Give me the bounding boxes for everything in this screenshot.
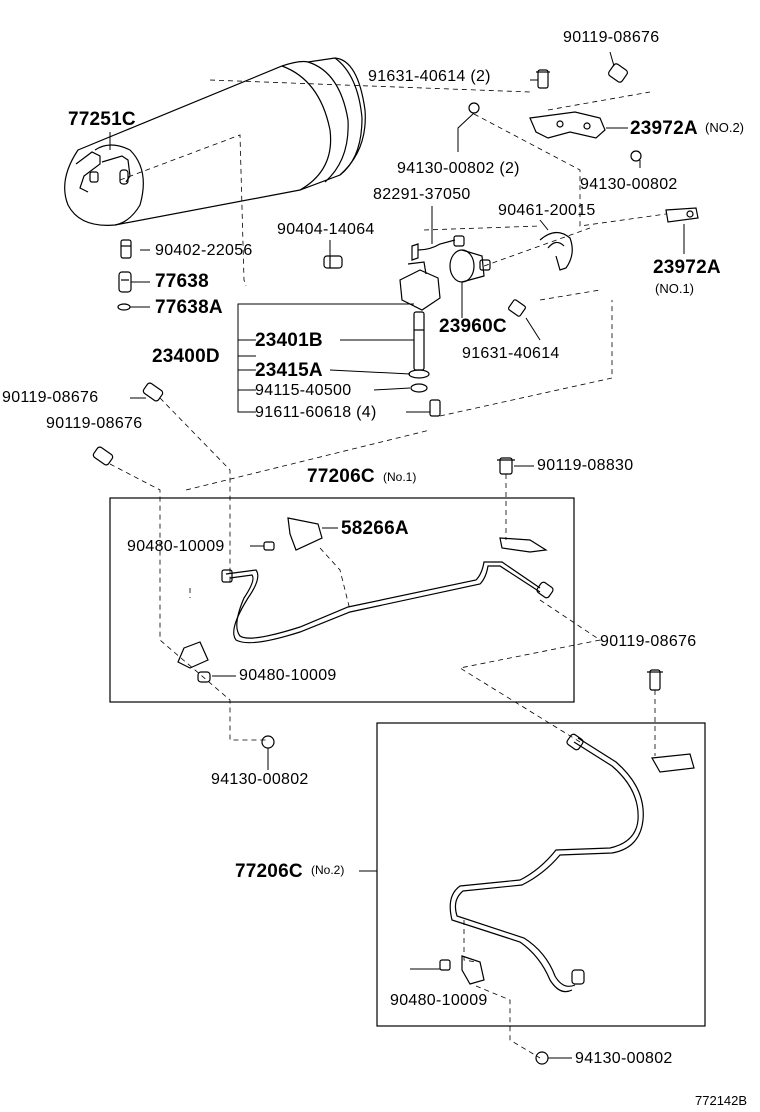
part-label-90119-08830: 90119-08830 bbox=[537, 457, 634, 474]
part-label-23972A-no2: 23972A bbox=[630, 118, 698, 139]
dashed-leaders bbox=[109, 79, 667, 1059]
part-label-77206C-no2-sub: (No.2) bbox=[311, 863, 345, 877]
part-label-90119-08676-top: 90119-08676 bbox=[563, 29, 660, 46]
part-label-77206C-no1: 77206C bbox=[307, 466, 375, 487]
part-label-90480-10009-c: 90480-10009 bbox=[390, 992, 488, 1009]
part-label-23972A-no1-sub: (NO.1) bbox=[655, 281, 694, 296]
part-label-90480-10009-b: 90480-10009 bbox=[239, 667, 337, 684]
part-label-23960C: 23960C bbox=[439, 316, 507, 337]
part-label-23401B: 23401B bbox=[255, 330, 323, 351]
part-label-90404-14064: 90404-14064 bbox=[277, 221, 375, 238]
part-label-77251C: 77251C bbox=[68, 109, 136, 130]
part-label-90119-08676-r: 90119-08676 bbox=[600, 633, 697, 650]
hose-no1-box bbox=[109, 497, 575, 703]
part-label-23415A: 23415A bbox=[255, 360, 323, 381]
hose-no2 bbox=[439, 669, 695, 1065]
part-label-77206C-no1-sub: (No.1) bbox=[383, 470, 417, 484]
part-label-90480-10009-a: 90480-10009 bbox=[127, 538, 225, 555]
leader-lines bbox=[109, 51, 685, 1059]
part-label-82291-37050: 82291-37050 bbox=[373, 186, 471, 203]
hose-no1 bbox=[177, 517, 554, 683]
part-label-23972A-no1: 23972A bbox=[653, 257, 721, 278]
washer bbox=[261, 735, 275, 749]
part-label-90119-08676-l2: 90119-08676 bbox=[46, 415, 143, 432]
diagram-id: 772142B bbox=[695, 1093, 748, 1108]
top-brackets bbox=[468, 63, 699, 223]
pump-assembly bbox=[399, 231, 573, 417]
part-label-94115-40500: 94115-40500 bbox=[255, 382, 352, 399]
part-label-91611-60618-4: 91611-60618 (4) bbox=[255, 404, 377, 421]
part-label-77638A: 77638A bbox=[155, 297, 223, 318]
hose-no2-box bbox=[376, 722, 706, 1027]
part-label-94130-00802-a: 94130-00802 bbox=[580, 176, 678, 193]
part-label-91631-40614: 91631-40614 bbox=[462, 345, 560, 362]
part-label-94130-00802-b: 94130-00802 bbox=[211, 771, 309, 788]
part-label-91631-40614-2: 91631-40614 (2) bbox=[368, 68, 491, 85]
part-label-23400D: 23400D bbox=[152, 346, 220, 367]
part-label-58266A: 58266A bbox=[341, 518, 409, 539]
part-label-94130-00802-c: 94130-00802 bbox=[575, 1050, 673, 1067]
left-bolts bbox=[92, 382, 515, 475]
part-label-90119-08676-l1: 90119-08676 bbox=[2, 389, 99, 406]
part-label-94130-00802-2: 94130-00802 (2) bbox=[397, 160, 520, 177]
part-label-77638: 77638 bbox=[155, 271, 209, 292]
part-label-90402-22056: 90402-22056 bbox=[155, 242, 253, 259]
part-label-77206C-no2: 77206C bbox=[235, 861, 303, 882]
tank-drawing bbox=[64, 57, 366, 226]
part-label-23972A-no2-sub: (NO.2) bbox=[705, 120, 744, 135]
part-label-90461-20015: 90461-20015 bbox=[498, 202, 596, 219]
